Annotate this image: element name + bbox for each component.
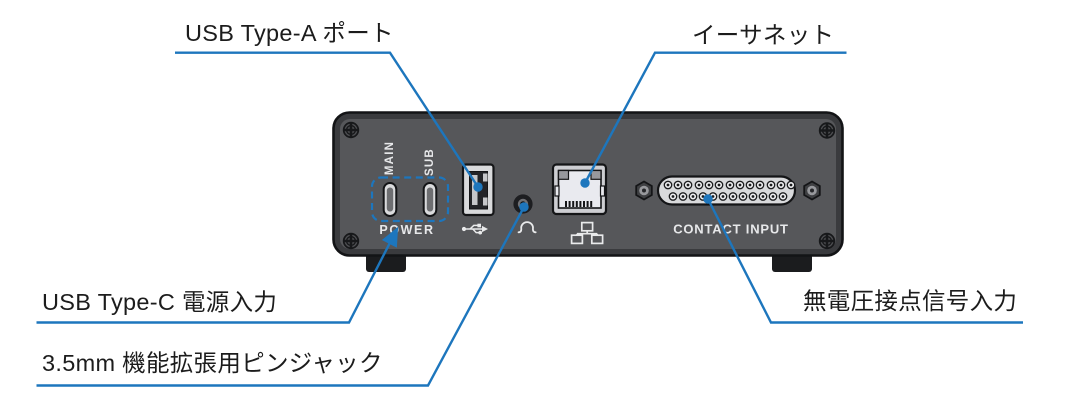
- callout-line-usb-type-a: [175, 51, 480, 188]
- usb-trident-icon: [461, 223, 488, 235]
- callout-label-pin-jack: 3.5mm 機能拡張用ピンジャック: [42, 350, 383, 376]
- usb-c-group-dashed-outline: [370, 176, 450, 223]
- callout-line-ethernet: [583, 51, 847, 184]
- callout-label-usb-type-c: USB Type-C 電源入力: [42, 289, 278, 315]
- callout-line-pin-jack: [36, 206, 526, 387]
- callout-line-usb-type-c: [36, 226, 399, 324]
- callout-dot-ethernet: [580, 178, 590, 188]
- panel-label-contact-input: CONTACT INPUT: [673, 221, 789, 237]
- ethernet-port: [551, 163, 608, 216]
- callout-dot-contact: [703, 194, 713, 204]
- callout-label-ethernet: イーサネット: [692, 22, 835, 48]
- headphone-jack-icon: [517, 221, 537, 234]
- callout-dot-usb-type-a: [473, 182, 483, 192]
- contact-input-connector: [635, 175, 821, 206]
- callout-line-contact: [706, 198, 1023, 324]
- callout-dot-pin-jack: [519, 202, 529, 212]
- ethernet-network-icon: [570, 221, 604, 245]
- callout-label-usb-type-a: USB Type-A ポート: [185, 20, 394, 46]
- callout-label-contact: 無電圧接点信号入力: [803, 288, 1018, 314]
